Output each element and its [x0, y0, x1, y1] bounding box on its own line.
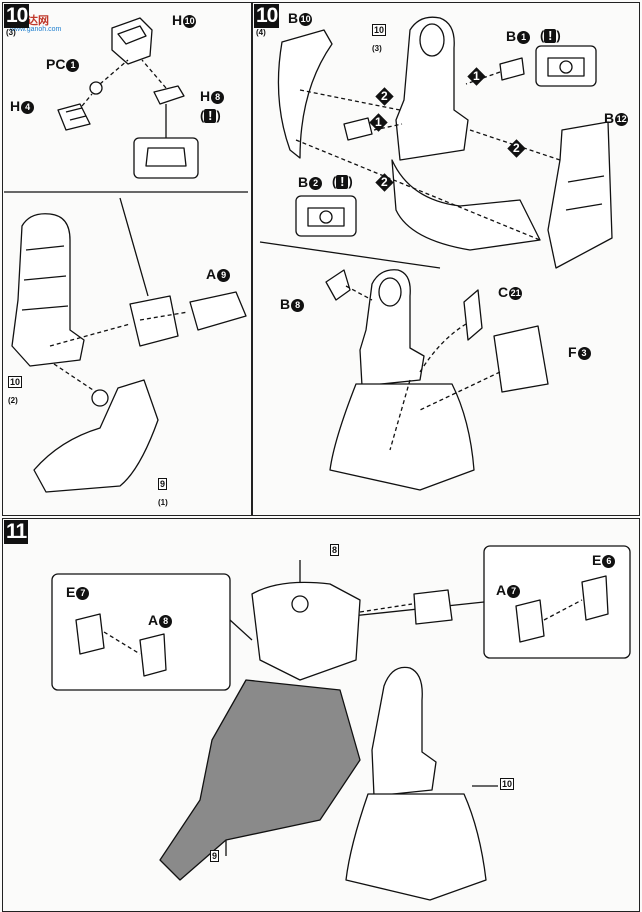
- watermark-url: www.ganoh.com: [10, 26, 62, 33]
- step-badge-10-right: 10: [254, 4, 280, 28]
- part-b2-shape: [343, 117, 373, 141]
- warning-b2: (!): [332, 174, 353, 189]
- step-badge-11: 11: [4, 520, 29, 544]
- ref-8: 8: [330, 544, 340, 556]
- waist-top-shape: [251, 581, 361, 681]
- panel-step-10-sub4: [252, 2, 640, 516]
- part-b12-shape: [547, 121, 613, 269]
- ref-9: 9: [210, 850, 220, 862]
- part-c21-shape: [463, 289, 483, 341]
- skirt-assembled-shape: [329, 383, 475, 491]
- ref-10-3: 10 (3): [372, 24, 387, 53]
- part-h8-shape: [153, 85, 185, 105]
- torso-assembled-shape: [359, 269, 425, 387]
- panel-step-10-sub3: [2, 2, 252, 516]
- warning-b1: (!): [540, 28, 561, 43]
- part-pc1-shape: [89, 81, 103, 95]
- part-e7-shape: [75, 613, 105, 655]
- step-sub-right: (4): [256, 28, 266, 37]
- warning-h8: (!): [200, 108, 221, 123]
- waist-base-shape: [33, 379, 159, 493]
- sub-part-shape: [129, 295, 179, 347]
- ref-9-1: 9 (1): [158, 478, 168, 507]
- part-e6-shape: [581, 575, 609, 621]
- part-h4-shape: [57, 103, 91, 131]
- part-a7-shape: [515, 599, 545, 643]
- step-sub-left: (3): [6, 28, 16, 37]
- torso-upper-shape: [11, 213, 85, 367]
- small-block-shape: [413, 589, 453, 625]
- part-b1-shape: [499, 57, 525, 81]
- ref-10: 10: [500, 778, 515, 790]
- part-a9-shape: [189, 291, 247, 331]
- torso-core-shape: [395, 16, 469, 161]
- ref-10-2: 10 (2): [8, 376, 23, 405]
- part-b10-shape: [277, 29, 333, 159]
- step-badge-10-left: 10: [4, 4, 30, 28]
- waist-shaded-shape: [159, 679, 361, 881]
- part-a8-shape: [139, 633, 167, 677]
- skirt-shape: [391, 159, 541, 251]
- skirt-final-shape: [345, 793, 487, 901]
- torso-final-shape: [371, 666, 437, 797]
- part-b8-shape: [325, 269, 351, 301]
- part-f3-shape: [493, 325, 549, 393]
